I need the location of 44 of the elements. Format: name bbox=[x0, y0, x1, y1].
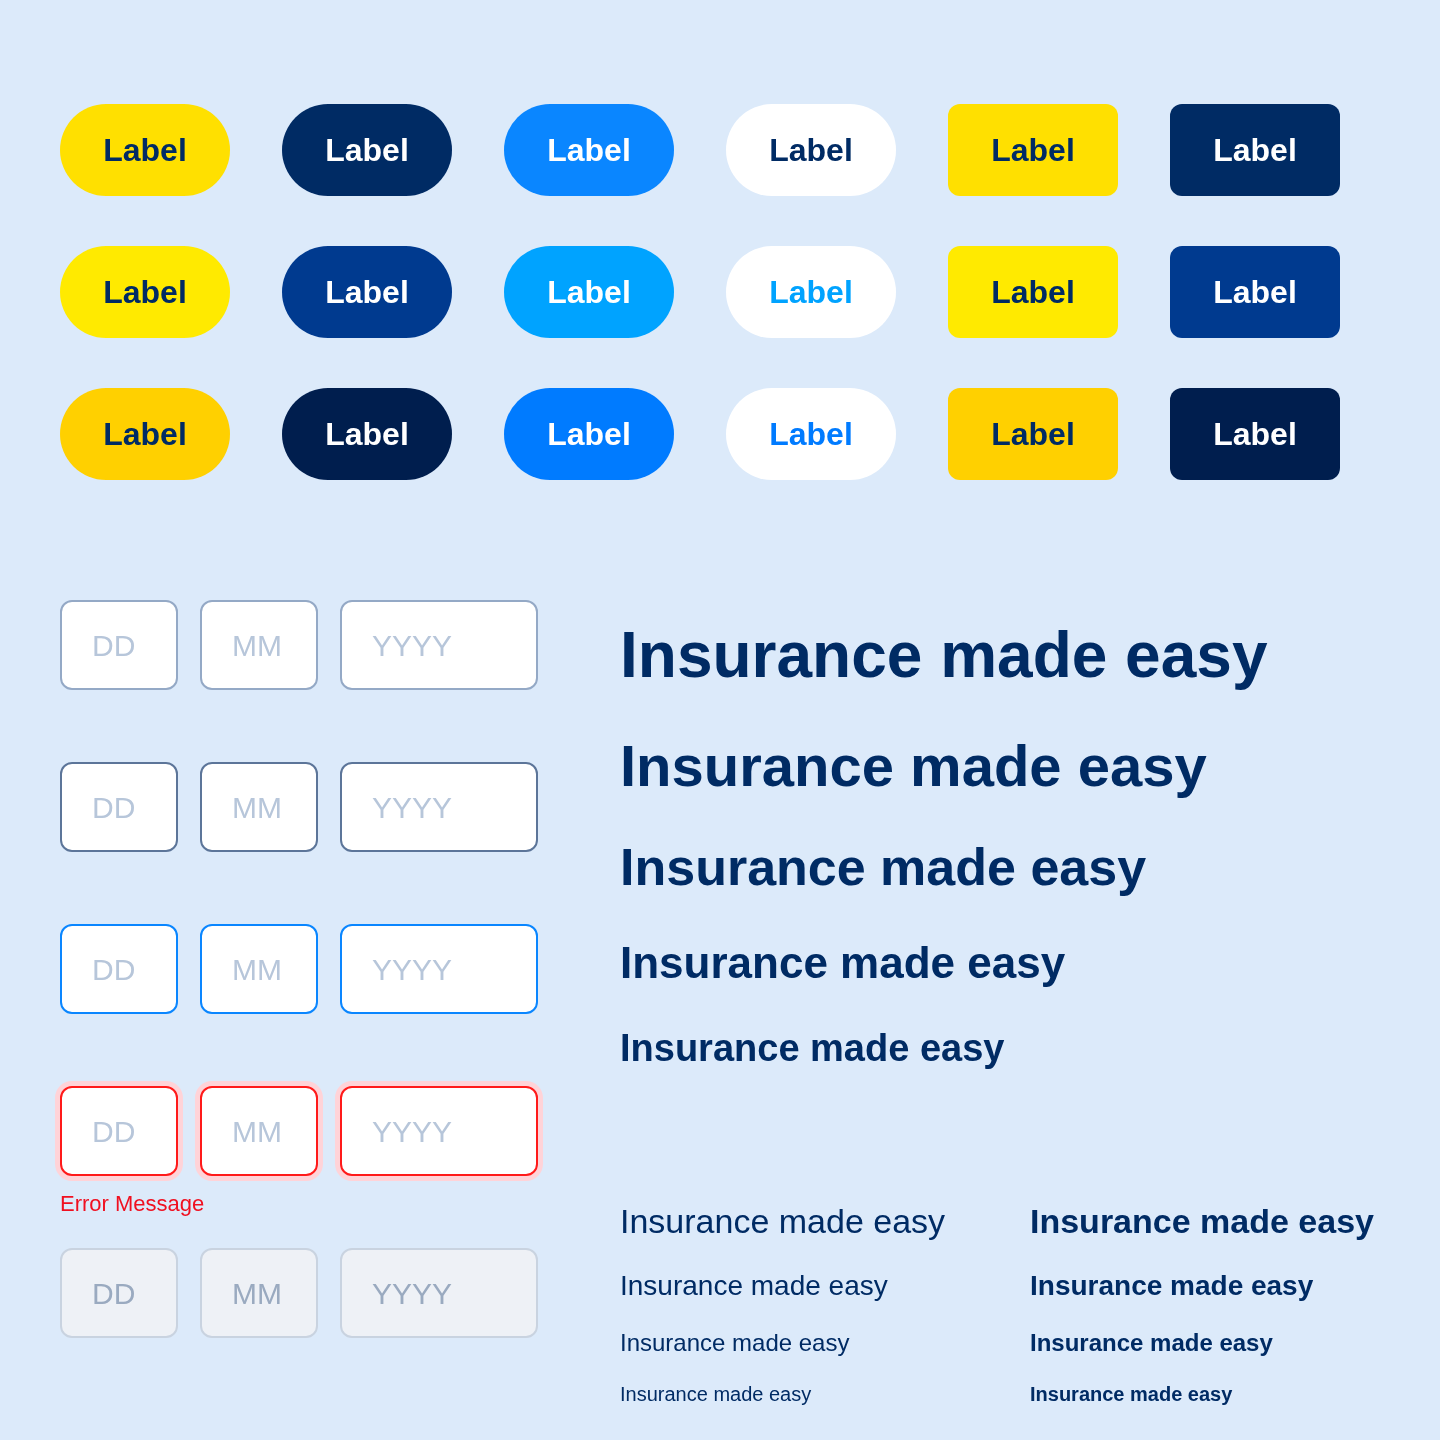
label-button: Label bbox=[60, 246, 230, 338]
label-button: Label bbox=[726, 388, 896, 480]
input-field: DD bbox=[60, 924, 178, 1014]
input-field: MM bbox=[200, 924, 318, 1014]
label-button: Label bbox=[282, 104, 452, 196]
input-field: YYYY bbox=[340, 924, 538, 1014]
typography-sample: Insurance made easy bbox=[620, 732, 1207, 800]
label-button: Label bbox=[60, 104, 230, 196]
input-field: DD bbox=[60, 600, 178, 690]
error-message: Error Message bbox=[60, 1190, 205, 1218]
typography-sample: Insurance made easy bbox=[1030, 1328, 1273, 1358]
label-button: Label bbox=[948, 388, 1118, 480]
input-field: YYYY bbox=[340, 1248, 538, 1338]
label-button: Label bbox=[726, 246, 896, 338]
input-field: MM bbox=[200, 1248, 318, 1338]
label-button: Label bbox=[282, 246, 452, 338]
label-button: Label bbox=[726, 104, 896, 196]
typography-sample: Insurance made easy bbox=[620, 1026, 1005, 1071]
typography-sample: Insurance made easy bbox=[620, 1201, 946, 1242]
label-button: Label bbox=[504, 104, 674, 196]
typography-sample: Insurance made easy bbox=[620, 1382, 812, 1407]
typography-sample: Insurance made easy bbox=[620, 837, 1147, 898]
label-button: Label bbox=[948, 104, 1118, 196]
input-field: YYYY bbox=[340, 600, 538, 690]
label-button: Label bbox=[1170, 388, 1340, 480]
typography-sample: Insurance made easy bbox=[1030, 1269, 1314, 1303]
typography-sample: Insurance made easy bbox=[1030, 1201, 1374, 1242]
label-button: Label bbox=[60, 388, 230, 480]
typography-sample: Insurance made easy bbox=[620, 618, 1268, 693]
typography-sample: Insurance made easy bbox=[1030, 1382, 1233, 1407]
typography-sample: Insurance made easy bbox=[620, 1328, 850, 1358]
input-field: MM bbox=[200, 762, 318, 852]
label-button: Label bbox=[948, 246, 1118, 338]
label-button: Label bbox=[1170, 104, 1340, 196]
input-field: MM bbox=[200, 600, 318, 690]
typography-sample: Insurance made easy bbox=[620, 937, 1066, 989]
input-field: YYYY bbox=[340, 762, 538, 852]
label-button: Label bbox=[1170, 246, 1340, 338]
typography-sample: Insurance made easy bbox=[620, 1269, 888, 1303]
label-button: Label bbox=[504, 388, 674, 480]
label-button: Label bbox=[282, 388, 452, 480]
input-field: DD bbox=[60, 762, 178, 852]
label-button: Label bbox=[504, 246, 674, 338]
input-field: DD bbox=[60, 1248, 178, 1338]
